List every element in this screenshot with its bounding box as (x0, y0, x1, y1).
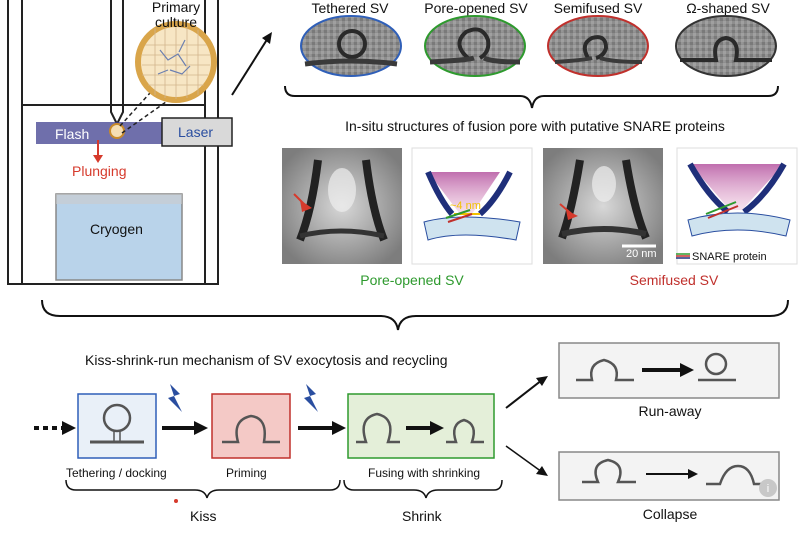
pore-opened-sv-label: Pore-opened SV (424, 0, 528, 16)
semifused-caption: Semifused SV (629, 272, 719, 288)
middle-title: In-situ structures of fusion pore with p… (345, 118, 725, 134)
omega-sv-label: Ω-shaped SV (686, 0, 770, 16)
outcome-collapse-label: Collapse (642, 506, 698, 522)
scalebar-label: 20 nm (626, 248, 657, 260)
pore-width-label: ~4 nm (450, 200, 481, 212)
step-fusing-label: Fusing with shrinking (368, 466, 481, 480)
laser-label: Laser (178, 124, 214, 140)
step-tethering-label: Tethering / docking (66, 466, 167, 480)
bottom-title: Kiss-shrink-run mechanism of SV exocytos… (85, 352, 448, 368)
phase-kiss-label: Kiss (190, 508, 217, 524)
phase-shrink-label: Shrink (402, 508, 442, 524)
plunging-label: Plunging (72, 163, 127, 179)
svg-text:i: i (767, 483, 769, 495)
flash-label: Flash (55, 126, 90, 142)
snare-legend-label: SNARE protein (692, 251, 767, 263)
step-priming-label: Priming (226, 466, 267, 480)
cryogen-label: Cryogen (90, 221, 143, 237)
semifused-sv-label: Semifused SV (553, 0, 643, 16)
outcome-run-away-label: Run-away (638, 403, 702, 419)
pore-opened-caption: Pore-opened SV (360, 272, 464, 288)
tethered-sv-label: Tethered SV (311, 0, 389, 16)
